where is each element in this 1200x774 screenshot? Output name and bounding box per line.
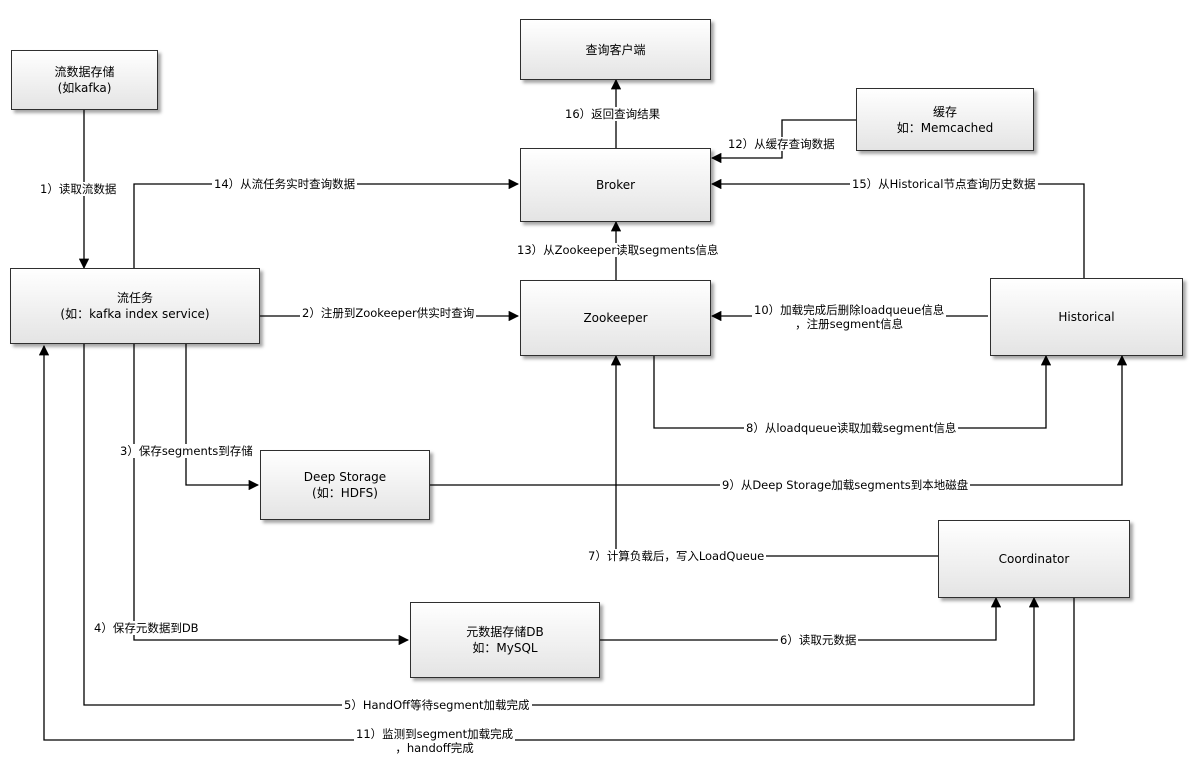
edge-14-line — [133, 178, 520, 268]
stream-storage-node[interactable]: 流数据存储 (如kafka) — [11, 50, 158, 110]
edge-8-label: 8）从loadqueue读取加载segment信息 — [744, 421, 959, 435]
node-line: Coordinator — [998, 552, 1070, 566]
node-line: Broker — [595, 178, 636, 192]
node-line: (如：HDFS) — [312, 486, 378, 500]
zookeeper-node[interactable]: Zookeeper — [520, 280, 711, 356]
node-line: (如：kafka index service) — [60, 307, 210, 321]
edge-3-line — [185, 344, 260, 491]
edge-4-line — [133, 344, 410, 646]
node-line: 如：MySQL — [472, 641, 538, 655]
edge-16-label: 16）返回查询结果 — [563, 107, 663, 121]
edge-8-line — [653, 354, 1052, 429]
stream-task-node[interactable]: 流任务 (如：kafka index service) — [10, 268, 260, 344]
edge-9-label: 9）从Deep Storage加载segments到本地磁盘 — [720, 478, 971, 492]
node-line: 如：Memcached — [896, 120, 994, 135]
edge-10-label: 10）加载完成后删除loadqueue信息，注册segment信息 — [752, 303, 947, 331]
node-line: 缓存 — [932, 104, 957, 119]
edge-4-label: 4）保存元数据到DB — [92, 621, 201, 635]
node-line: (如kafka) — [57, 81, 112, 95]
metadata-db-node[interactable]: 元数据存储DB 如：MySQL — [410, 602, 600, 678]
edge-11-label: 11）监测到segment加载完成，handoff完成 — [354, 727, 516, 755]
edge-1-label: 1）读取流数据 — [38, 182, 119, 196]
node-line: 流任务 — [116, 291, 153, 305]
node-line: Deep Storage — [303, 470, 387, 484]
edge-11-line — [38, 344, 1075, 741]
edge-13-label: 13）从Zookeeper读取segments信息 — [515, 243, 721, 257]
query-client-node[interactable]: 查询客户端 — [520, 19, 711, 80]
edge-9-line — [430, 354, 1128, 486]
edge-3-label: 3）保存segments到存储 — [118, 444, 255, 458]
node-line: 查询客户端 — [585, 42, 646, 57]
edge-2-label: 2）注册到Zookeeper供实时查询 — [300, 306, 477, 320]
edge-7-label: 7）计算负载后，写入LoadQueue — [586, 549, 767, 563]
edge-6-line — [600, 596, 1002, 641]
broker-node[interactable]: Broker — [520, 148, 711, 222]
coordinator-node[interactable]: Coordinator — [938, 520, 1130, 598]
edge-5-label: 5）HandOff等待segment加载完成 — [342, 698, 532, 712]
edge-12-label: 12）从缓存查询数据 — [726, 137, 837, 151]
edge-7-line — [610, 354, 938, 557]
node-line: 元数据存储DB — [466, 625, 544, 639]
deep-storage-node[interactable]: Deep Storage (如：HDFS) — [260, 450, 430, 520]
edge-6-label: 6）读取元数据 — [778, 633, 859, 647]
node-line: 流数据存储 — [54, 65, 115, 79]
edge-5-line — [83, 344, 1040, 706]
historical-node[interactable]: Historical — [990, 278, 1183, 356]
edge-14-label: 14）从流任务实时查询数据 — [212, 177, 358, 191]
node-line: Historical — [1058, 310, 1115, 324]
edge-15-line — [710, 178, 1085, 278]
edge-15-label: 15）从Historical节点查询历史数据 — [850, 177, 1038, 191]
cache-node[interactable]: 缓存 如：Memcached — [856, 88, 1034, 151]
node-line: Zookeeper — [583, 311, 648, 325]
